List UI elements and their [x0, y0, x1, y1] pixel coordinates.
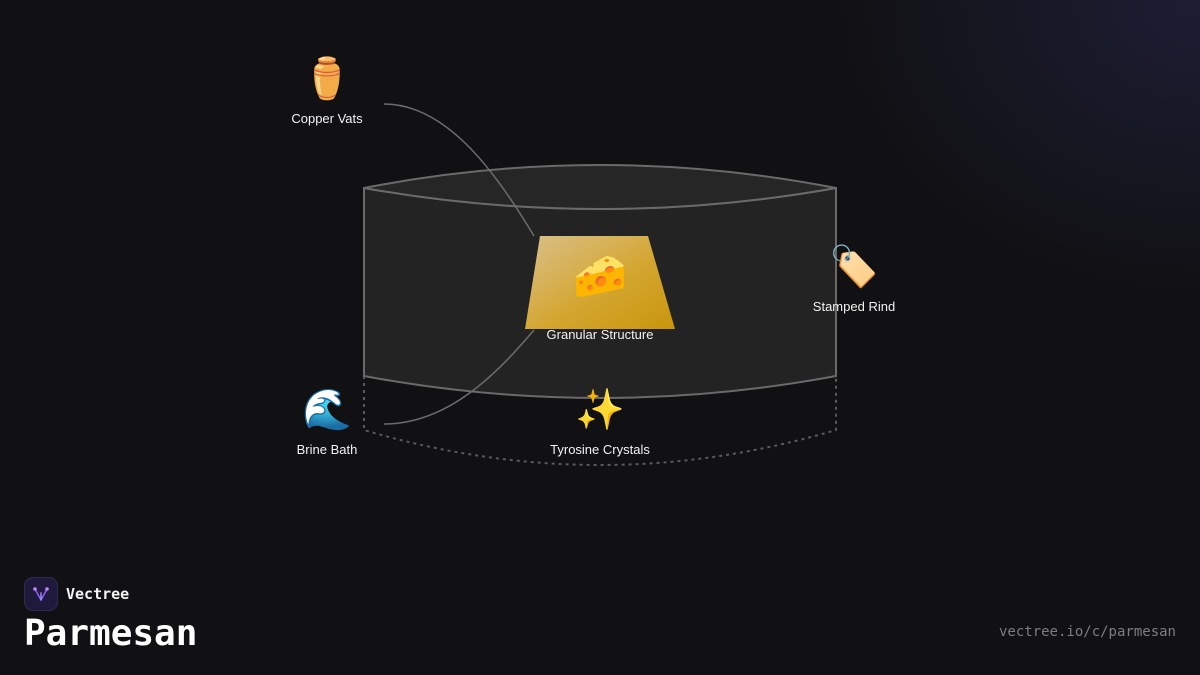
node-brine-bath: 🌊 Brine Bath	[267, 386, 387, 457]
brand: Vectree	[24, 577, 129, 611]
vectree-logo-icon	[24, 577, 58, 611]
granular-structure-wedge	[525, 236, 675, 329]
node-label-tyrosine-crystals: Tyrosine Crystals	[550, 442, 650, 457]
connector-brine-bath	[383, 329, 535, 425]
node-label-stamped-rind: Stamped Rind	[812, 299, 896, 314]
tag-icon: 🏷️	[829, 245, 879, 289]
page-title: Parmesan	[24, 613, 198, 654]
node-label-copper-vats: Copper Vats	[291, 111, 363, 126]
granular-structure-label: Granular Structure	[546, 327, 654, 342]
page-url: vectree.io/c/parmesan	[998, 624, 1176, 640]
wheel-top	[363, 164, 837, 210]
sparkles-icon: ✨	[575, 388, 625, 432]
node-tyrosine-crystals: ✨ Tyrosine Crystals	[530, 386, 670, 457]
node-stamped-rind: 🏷️ Stamped Rind	[794, 243, 914, 314]
amphora-icon: ⚱️	[302, 57, 352, 101]
node-copper-vats: ⚱️ Copper Vats	[267, 55, 387, 126]
wave-icon: 🌊	[302, 388, 352, 432]
brand-name: Vectree	[66, 585, 130, 603]
connector-copper-vats	[383, 103, 535, 237]
wheel-dashed-base	[363, 376, 837, 466]
cheese-icon: 🧀	[572, 252, 628, 301]
node-label-brine-bath: Brine Bath	[296, 442, 358, 457]
